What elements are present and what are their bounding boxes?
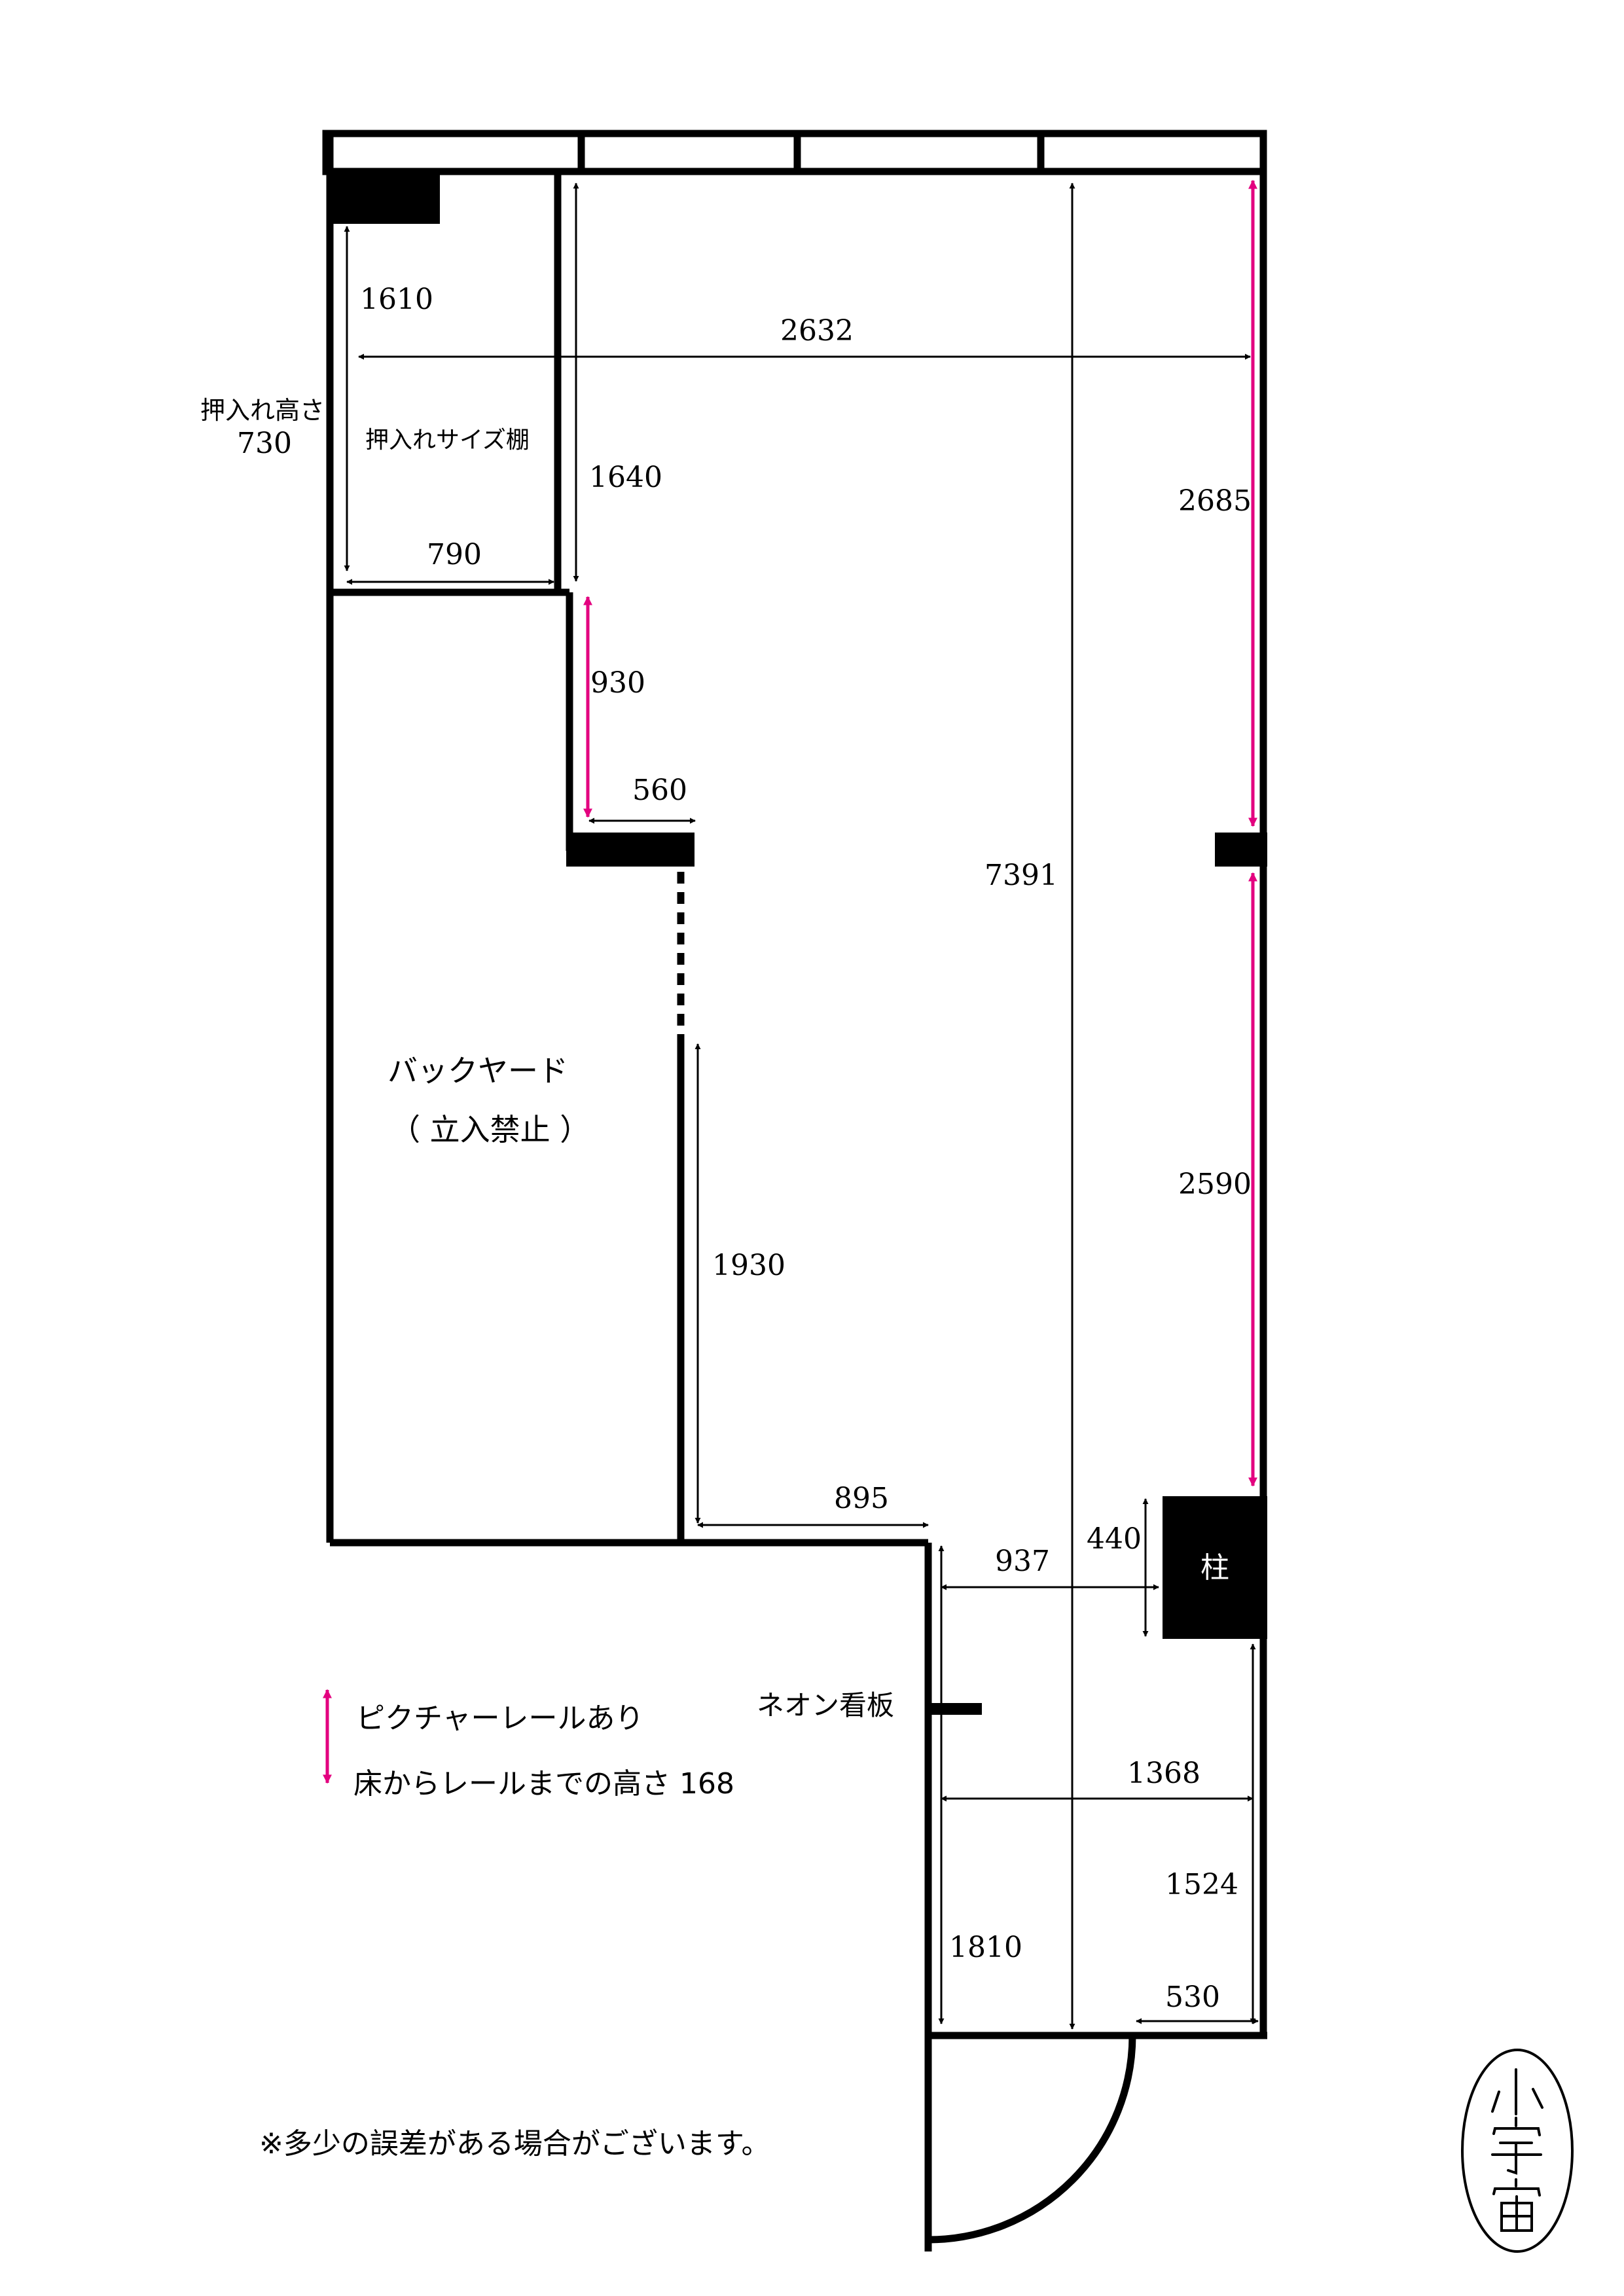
dim-2632: 2632	[780, 314, 854, 348]
closet-shelf-label: 押入れサイズ棚	[365, 427, 530, 454]
logo-stamp	[1461, 2049, 1574, 2253]
backyard-label-line1: バックヤード	[388, 1053, 568, 1088]
legend: ピクチャーレールあり 床からレールまでの高さ 168	[353, 1702, 734, 1801]
walls	[322, 130, 1267, 2251]
dim-530: 530	[1165, 1981, 1220, 2014]
door-swing	[928, 2035, 1136, 2244]
neon-sign-label: ネオン看板	[757, 1689, 894, 1721]
closet-corner-block	[330, 171, 440, 224]
dim-895: 895	[834, 1482, 889, 1515]
pillar	[1163, 1496, 1267, 1639]
closet-height-value: 730	[237, 427, 292, 460]
dim-1610: 1610	[360, 283, 433, 316]
dim-1640: 1640	[589, 461, 662, 494]
dim-790: 790	[427, 538, 482, 571]
dim-2685: 2685	[1178, 484, 1252, 518]
closet-height-label: 押入れ高さ	[200, 396, 325, 425]
backyard-label-line2: （ 立入禁止 ）	[390, 1112, 590, 1147]
legend-line2: 床からレールまでの高さ 168	[353, 1767, 734, 1801]
dim-1524: 1524	[1165, 1868, 1238, 1901]
dim-1930: 1930	[712, 1249, 785, 1282]
dim-7391: 7391	[984, 859, 1058, 892]
dim-440: 440	[1087, 1522, 1142, 1556]
legend-line1: ピクチャーレールあり	[356, 1702, 644, 1735]
room-labels: バックヤード （ 立入禁止 ） ネオン看板	[388, 1053, 894, 1721]
dim-1368: 1368	[1127, 1757, 1200, 1790]
dim-1810: 1810	[949, 1931, 1022, 1964]
disclaimer-note: ※多少の誤差がある場合がございます。	[259, 2127, 770, 2161]
picture-rail-arrows	[323, 179, 1257, 1784]
dim-2590: 2590	[1178, 1168, 1252, 1201]
dim-560: 560	[632, 774, 687, 807]
dimension-labels: 1610 2632 押入れ高さ 730 押入れサイズ棚 1640 2685 79…	[200, 283, 1252, 2014]
right-wall-block	[1215, 833, 1267, 867]
dim-937: 937	[995, 1545, 1050, 1578]
pillar-label: 柱	[1200, 1551, 1229, 1585]
dim-930: 930	[590, 666, 645, 700]
dimension-arrows	[344, 183, 1259, 2030]
neon-sign-block	[928, 1703, 982, 1715]
step-block	[566, 833, 695, 867]
